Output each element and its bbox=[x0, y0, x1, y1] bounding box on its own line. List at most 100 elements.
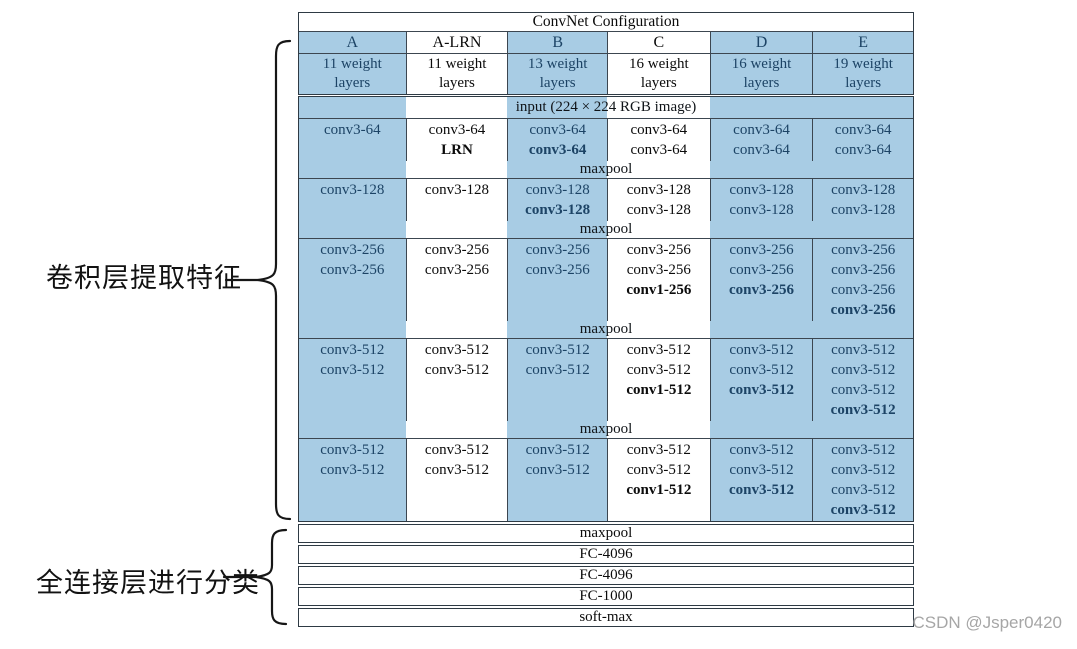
maxpool-row-label: maxpool bbox=[579, 321, 633, 337]
stripe bbox=[405, 221, 508, 238]
conv-section-brace bbox=[224, 39, 292, 521]
column-header-D: D bbox=[709, 32, 813, 53]
conv-layer-text: conv3-64 bbox=[428, 122, 486, 138]
conv-layer-text: conv3-512 bbox=[525, 342, 590, 358]
conv-layer-text: conv3-512 bbox=[424, 362, 490, 378]
conv-layer-text: conv3-128 bbox=[729, 202, 794, 218]
conv-layer-text: conv3-64 bbox=[529, 122, 586, 138]
stripe bbox=[709, 97, 813, 118]
stripe bbox=[812, 321, 914, 338]
conv-layer-text: conv3-128 bbox=[626, 182, 691, 198]
conv-cell: conv3-128 conv3-128 bbox=[812, 179, 914, 221]
input-row: input (224 × 224 RGB image) bbox=[299, 97, 914, 118]
weight-layers-cell: 16 weight layers bbox=[606, 54, 710, 94]
stripe bbox=[709, 321, 813, 338]
conv-layer-text: conv3-512 bbox=[320, 442, 385, 458]
conv-layer-text: conv3-128 bbox=[831, 182, 896, 198]
conv-layer-text: conv3-512 bbox=[831, 362, 896, 378]
weight-layers-cell: 19 weight layers bbox=[812, 54, 913, 94]
conv-layer-text: conv3-256 bbox=[831, 282, 896, 298]
conv-layer-text: conv3-512 bbox=[830, 402, 896, 418]
stripe bbox=[405, 321, 508, 338]
conv-layer-text: conv3-256 bbox=[729, 242, 794, 258]
conv-layer-text: conv3-512 bbox=[729, 342, 794, 358]
stripe bbox=[299, 421, 406, 438]
column-header-A-LRN: A-LRN bbox=[405, 32, 508, 53]
stripe bbox=[709, 161, 813, 178]
conv-layer-text: conv3-64 bbox=[733, 142, 790, 158]
fc-row-FC-1000: FC-1000 bbox=[298, 587, 914, 606]
conv-layer-text: conv3-64 bbox=[733, 122, 790, 138]
stripe bbox=[299, 321, 406, 338]
conv-cell: conv3-64 bbox=[299, 119, 406, 161]
conv-section-label: 卷积层提取特征 bbox=[46, 263, 242, 293]
conv-layer-text: conv3-512 bbox=[320, 462, 385, 478]
conv-layer-text: conv3-128 bbox=[525, 202, 591, 218]
stripe bbox=[812, 97, 914, 118]
maxpool-row: maxpool bbox=[299, 221, 914, 238]
conv-cell: conv3-128 bbox=[299, 179, 406, 221]
weight-layers-cell: 16 weight layers bbox=[709, 54, 813, 94]
conv-layer-text: conv3-512 bbox=[320, 362, 385, 378]
stripe bbox=[607, 421, 710, 438]
conv-layer-text: conv3-512 bbox=[830, 502, 896, 518]
column-header-E: E bbox=[812, 32, 914, 53]
conv-layer-text: conv3-256 bbox=[729, 262, 794, 278]
stripe bbox=[405, 421, 508, 438]
conv-cell: conv3-64 conv3-64 bbox=[709, 119, 813, 161]
conv-layer-text: conv1-512 bbox=[626, 382, 692, 398]
stripe bbox=[607, 321, 710, 338]
conv-layer-text: conv3-256 bbox=[320, 262, 385, 278]
weight-layers-cell: 11 weight layers bbox=[405, 54, 508, 94]
conv-layer-text: conv3-256 bbox=[525, 242, 590, 258]
stripe bbox=[299, 97, 406, 118]
conv-cell: conv3-128 bbox=[405, 179, 508, 221]
input-row-label: input (224 × 224 RGB image) bbox=[515, 99, 697, 115]
conv-layer-text: conv3-512 bbox=[626, 362, 691, 378]
conv-layer-text: conv3-512 bbox=[626, 442, 691, 458]
fc-row-maxpool: maxpool bbox=[298, 524, 914, 543]
maxpool-row-label: maxpool bbox=[579, 161, 633, 177]
column-header-A: A bbox=[299, 32, 406, 53]
conv-layer-text: conv3-64 bbox=[324, 122, 381, 138]
conv-layer-text: conv3-256 bbox=[626, 242, 691, 258]
stripe bbox=[812, 221, 914, 238]
conv-layer-text: conv3-512 bbox=[525, 442, 590, 458]
conv-layer-text: conv3-512 bbox=[729, 442, 794, 458]
maxpool-row-label: maxpool bbox=[579, 221, 633, 237]
stripe bbox=[812, 421, 914, 438]
conv-layer-text: conv3-128 bbox=[831, 202, 896, 218]
conv-layer-text: conv3-256 bbox=[729, 282, 794, 298]
stripe bbox=[812, 161, 914, 178]
conv-layer-text: conv1-256 bbox=[626, 282, 692, 298]
conv-layer-text: conv3-64 bbox=[528, 142, 587, 158]
conv-layer-text: conv3-512 bbox=[831, 342, 896, 358]
conv-layer-text: conv1-512 bbox=[626, 482, 692, 498]
conv-cell: conv3-256 conv3-256 conv3-256 bbox=[709, 239, 813, 321]
stripe bbox=[607, 97, 710, 118]
conv-layer-text: conv3-256 bbox=[424, 242, 490, 258]
